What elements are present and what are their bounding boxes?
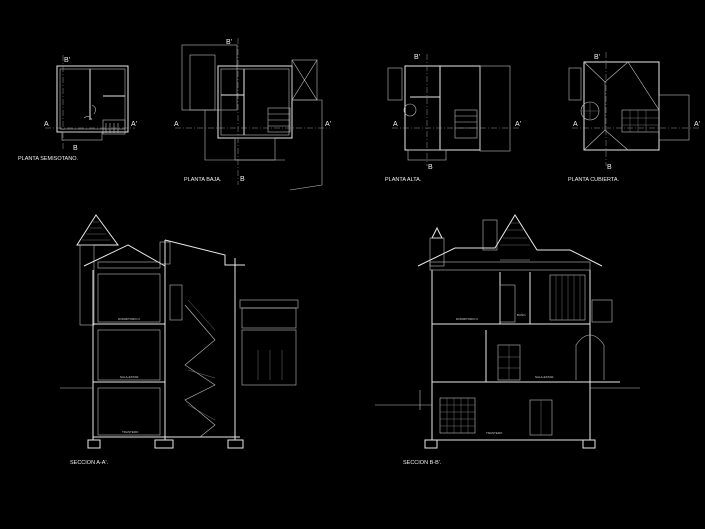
- plan-title-baja: PLANTA BAJA.: [184, 177, 222, 183]
- section-marker-a-prime: A': [131, 121, 137, 128]
- section-marker-b-prime: B': [414, 54, 420, 61]
- section-marker-a: A: [174, 121, 179, 128]
- section-marker-b: B: [240, 176, 245, 183]
- section-b-b: DORMITORIO 2 BAÑO SALA-ESTAR TRASTERO SE…: [375, 214, 640, 466]
- section-marker-a-prime: A': [325, 121, 331, 128]
- section-marker-a-prime: A': [515, 121, 521, 128]
- section-marker-b-prime: B': [64, 57, 70, 64]
- section-a-a: DORMITORIO 2 SALA-ESTAR TRASTERO SECCION…: [60, 214, 299, 466]
- section-marker-a: A: [573, 121, 578, 128]
- plan-title-semisotano: PLANTA SEMISOTANO.: [18, 156, 78, 162]
- plan-baja: A A' B' B PLANTA BAJA.: [174, 38, 331, 191]
- section-marker-b: B: [73, 145, 78, 152]
- plan-title-alta: PLANTA ALTA.: [385, 177, 422, 183]
- room-label: TRASTERO: [486, 431, 503, 435]
- section-marker-b: B: [428, 164, 433, 171]
- section-marker-a: A: [393, 121, 398, 128]
- plan-title-cubierta: PLANTA CUBIERTA.: [568, 177, 620, 183]
- section-marker-b-prime: B': [226, 39, 232, 46]
- room-label: DORMITORIO 2: [118, 317, 140, 321]
- section-marker-a-prime: A': [694, 121, 700, 128]
- section-marker-a: A: [44, 121, 49, 128]
- plan-semisotano: A A' B' B PLANTA SEMISOTANO.: [18, 55, 137, 162]
- room-label: BAÑO: [517, 312, 526, 317]
- plan-cubierta: A A' B' B PLANTA CUBIERTA.: [568, 52, 700, 183]
- room-label: TRASTERO: [122, 430, 139, 434]
- room-label: SALA-ESTAR: [535, 375, 554, 379]
- section-marker-b-prime: B': [594, 54, 600, 61]
- plan-alta: A A' B' B PLANTA ALTA.: [385, 54, 521, 183]
- section-title-a-a: SECCION A-A'.: [70, 460, 109, 466]
- room-label: SALA-ESTAR: [120, 375, 139, 379]
- room-label: DORMITORIO 2: [456, 317, 478, 321]
- section-marker-b: B: [607, 164, 612, 171]
- section-title-b-b: SECCION B-B'.: [403, 460, 442, 466]
